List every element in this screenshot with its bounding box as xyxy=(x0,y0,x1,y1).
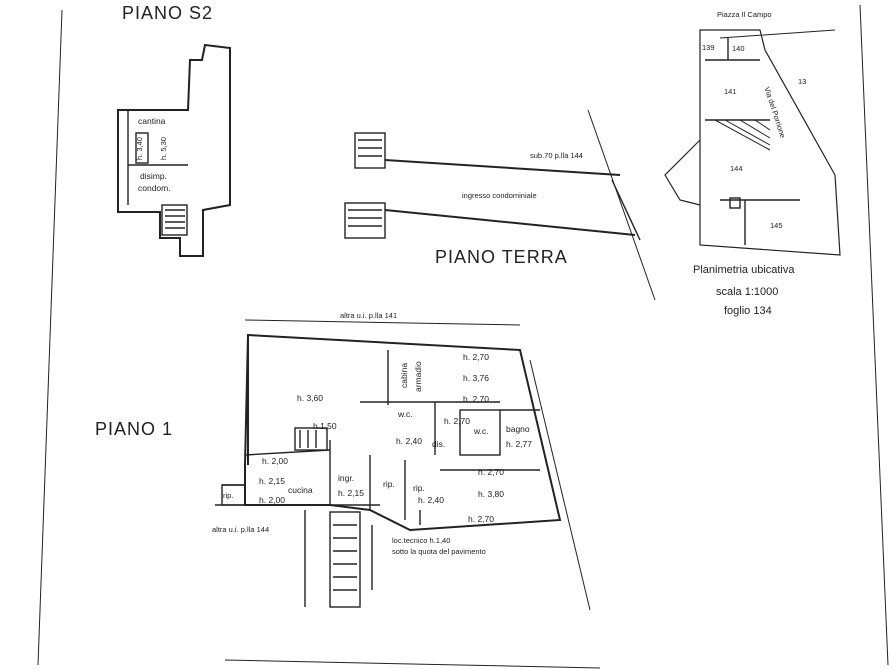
piano-s2-title: PIANO S2 xyxy=(122,3,214,23)
p1-ingr: ingr. xyxy=(338,473,355,483)
p1-bagno: bagno xyxy=(506,424,530,434)
p1-h270b: h. 2,70 xyxy=(463,352,489,362)
p1-h240b: h. 2,40 xyxy=(418,495,444,505)
p1-altra-bottom: altra u.i. p.lla 144 xyxy=(212,525,270,534)
p1-altra-top: altra u.i. p.lla 141 xyxy=(340,311,398,320)
piano-1-title: PIANO 1 xyxy=(95,419,174,439)
p1-h270a: h. 2,70 xyxy=(444,416,470,426)
p1-h215b: h. 2,15 xyxy=(338,488,364,498)
p1-h215a: h. 2,15 xyxy=(259,476,285,486)
p1-wc2: w.c. xyxy=(474,426,489,436)
piano-terra-title: PIANO TERRA xyxy=(435,247,568,267)
map-parcel-139: 139 xyxy=(702,43,715,52)
map-parcel-140: 140 xyxy=(732,44,745,53)
s2-condom-label: condom. xyxy=(138,183,171,193)
map-parcel-13: 13 xyxy=(798,77,807,86)
terra-sub-label: sub.70 p.lla 144 xyxy=(530,151,583,160)
p1-h270c: h. 2,70 xyxy=(463,394,489,404)
p1-h376: h. 3,76 xyxy=(463,373,489,383)
p1-sotto-quota: sotto la quota del pavimento xyxy=(392,547,486,556)
p1-h270d: h. 2,70 xyxy=(478,467,504,477)
s2-height-340: h. 3,40 xyxy=(135,137,144,160)
p1-h150: h.1,50 xyxy=(313,421,337,431)
p1-h380: h. 3,80 xyxy=(478,489,504,499)
p1-cabina: cabina xyxy=(399,362,409,388)
p1-h360: h. 3,60 xyxy=(297,393,323,403)
p1-h200a: h. 2,00 xyxy=(262,456,288,466)
map-parcel-141: 141 xyxy=(724,87,737,96)
p1-h200b: h. 2,00 xyxy=(259,495,285,505)
s2-disimp-label: disimp. xyxy=(140,171,167,181)
p1-cucina: cucina xyxy=(288,485,313,495)
map-scale: scala 1:1000 xyxy=(716,286,779,298)
map-parcel-144: 144 xyxy=(730,164,743,173)
map-piazza-label: Piazza Il Campo xyxy=(717,10,772,19)
p1-rip2: rip. xyxy=(383,479,395,489)
p1-h240a: h. 2,40 xyxy=(396,436,422,446)
map-sheet: foglio 134 xyxy=(724,305,772,317)
p1-h270e: h. 2,70 xyxy=(468,514,494,524)
s2-cantina-label: cantina xyxy=(138,116,166,126)
p1-h277: h. 2,77 xyxy=(506,439,532,449)
p1-rip1: rip. xyxy=(223,491,234,500)
p1-dis: dis. xyxy=(432,439,446,449)
p1-rip3: rip. xyxy=(413,483,425,493)
p1-loc-tecnico: loc.tecnico h.1,40 xyxy=(392,536,451,545)
s2-height-530: h. 5,30 xyxy=(159,137,168,160)
map-parcel-145: 145 xyxy=(770,221,783,230)
terra-ingresso-label: ingresso condominiale xyxy=(462,191,537,200)
map-caption: Planimetria ubicativa xyxy=(693,264,795,276)
p1-wc1: w.c. xyxy=(398,409,413,419)
p1-armadio: armadio xyxy=(413,361,423,392)
